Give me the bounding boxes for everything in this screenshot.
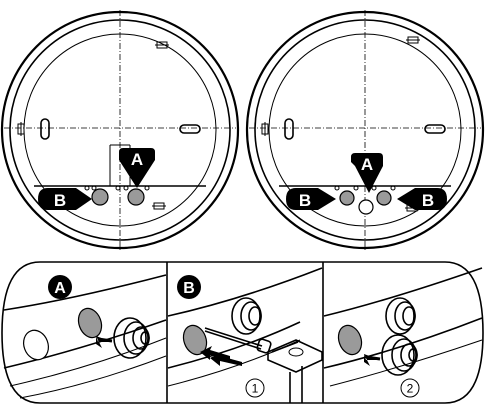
mounting-slot: [284, 118, 294, 140]
knockout-plug: [182, 324, 208, 356]
cable-gland-icon: [385, 297, 416, 335]
callout-label: A: [361, 155, 373, 174]
knockout-hole-a: [358, 199, 374, 215]
knockout-opened: [23, 329, 49, 361]
cable-gland-icon: [381, 334, 418, 376]
panel-badge-a: [48, 275, 72, 299]
panel-badge-b: [177, 275, 201, 299]
screw-icon: [406, 36, 420, 44]
knockout-plug: [77, 307, 103, 339]
mounting-slot: [179, 124, 201, 134]
knockout-hole-b: [376, 190, 392, 206]
panel-label: B: [183, 280, 195, 297]
knockout-row: [334, 185, 396, 191]
mounting-slot: [40, 118, 50, 140]
knockout-hole-b: [339, 190, 355, 206]
housing-right: A B B: [245, 10, 485, 250]
detail-panel-b-step1: B: [167, 267, 323, 403]
detail-panel-a: A: [3, 274, 167, 399]
callout-label: B: [422, 191, 434, 210]
screwdriver-icon: [204, 327, 272, 354]
support-bracket: [267, 339, 323, 403]
callout-b-icon: B: [38, 188, 92, 210]
mounting-slot: [424, 124, 446, 134]
step-label: 2: [407, 382, 414, 396]
screw-icon: [155, 41, 169, 49]
detail-panel-b-step2: 2: [323, 267, 483, 398]
knockout-row: [84, 185, 150, 191]
callout-label: A: [131, 150, 143, 169]
detail-panels: A B: [1, 261, 484, 404]
callout-a-icon: A: [119, 148, 155, 188]
panel-label: A: [54, 280, 66, 297]
screw-icon: [152, 202, 166, 210]
housing-left: A B: [0, 10, 240, 250]
callout-b-icon: B: [397, 188, 447, 210]
cable-gland-icon: [231, 297, 262, 335]
step-label: 1: [252, 382, 259, 396]
step-badge-1: [245, 378, 265, 398]
knockout-plug: [337, 324, 363, 356]
knockout-hole-a: [127, 188, 145, 206]
screw-icon: [17, 122, 25, 136]
callout-b-icon: B: [286, 188, 336, 210]
callout-label: B: [299, 191, 311, 210]
cable-gland-icon: [113, 317, 150, 359]
step-badge-2: [400, 378, 420, 398]
knockout-hole-b: [91, 188, 109, 206]
push-arrow-icon: [200, 346, 242, 366]
screw-icon: [261, 122, 269, 136]
callout-label: B: [54, 191, 66, 210]
callout-a-icon: A: [351, 153, 383, 193]
